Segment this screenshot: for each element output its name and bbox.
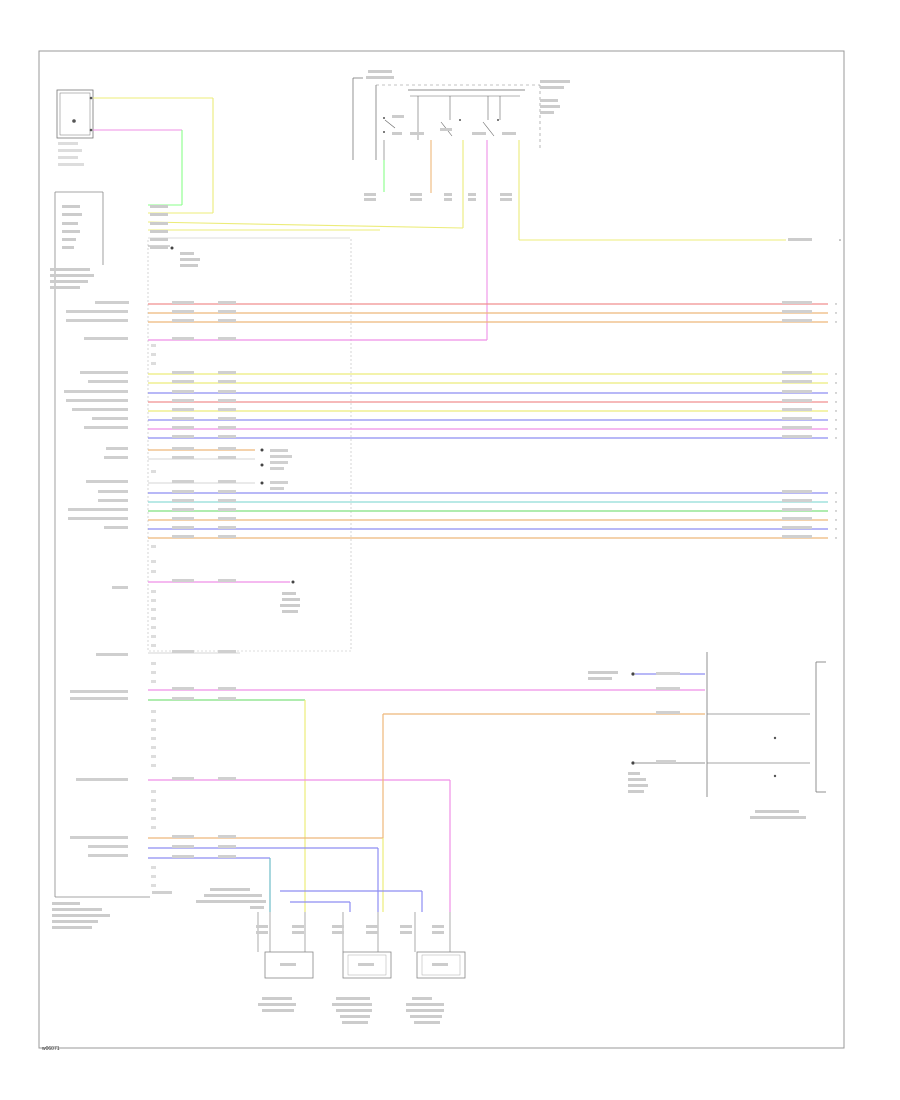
right-sensor-module: [588, 652, 826, 819]
module-caption: [52, 902, 110, 929]
control-module-outline: [54, 191, 352, 898]
relay-wires: [364, 140, 841, 340]
footer-id: w06071: [42, 1046, 60, 1052]
right-edge-ticks: [835, 303, 837, 539]
pin-labels-left: [64, 301, 129, 857]
wire-labels: [172, 301, 812, 538]
diagram-border: [38, 50, 845, 1049]
bus-wires-group-2: [148, 373, 828, 467]
lower-wires: [148, 579, 705, 912]
top-left-wires: [50, 97, 464, 289]
bus-wires-group-1: [148, 303, 828, 341]
pin-number-column: [151, 344, 156, 887]
top-left-component: [56, 89, 94, 166]
relay-box: [352, 70, 570, 160]
bottom-actuators: [196, 888, 466, 1024]
bus-wires-group-3: [148, 481, 828, 539]
